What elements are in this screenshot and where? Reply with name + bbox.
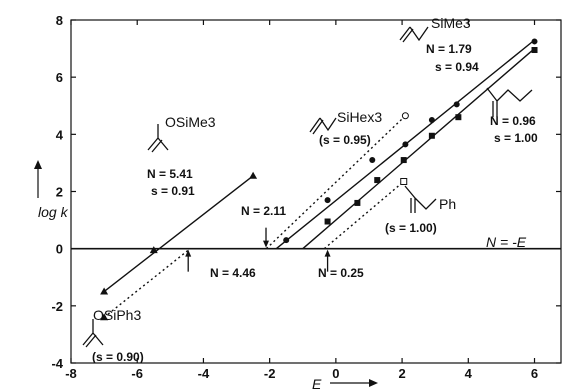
label-n-025: N = 0.25 [318, 266, 364, 280]
fit-line-3 [302, 48, 535, 250]
data-point [428, 132, 435, 139]
label-n-211: N = 2.11 [241, 204, 286, 218]
allyl-sime3-skeleton [399, 26, 429, 43]
plot-frame [70, 19, 562, 364]
label-allyl-sime3: SiMe3 [431, 15, 471, 31]
data-point [531, 47, 538, 54]
ketene-osiph3-skeleton [82, 319, 104, 348]
fit-line-1 [103, 248, 191, 318]
label-allyl-sime3-n: N = 1.79 [426, 42, 472, 56]
ketene-osime3-skeleton [147, 124, 169, 153]
y-axis-arrow-head [34, 160, 42, 169]
y-tick-label: -4 [51, 356, 63, 371]
y-axis-label: log k [38, 204, 69, 220]
x-tick-label: 2 [398, 366, 405, 381]
data-point [402, 141, 409, 148]
data-points [100, 38, 538, 321]
allyl-sihex3-skeleton [309, 117, 337, 135]
data-point [324, 218, 331, 225]
label-alkene-s: s = 1.00 [494, 131, 538, 145]
x-axis-arrow-head [369, 379, 378, 387]
data-point [428, 117, 435, 124]
data-point [249, 171, 258, 179]
x-tick-label: 6 [531, 366, 538, 381]
y-tick-label: 4 [56, 127, 64, 142]
label-ketene-osime3-s: s = 0.91 [151, 184, 195, 198]
x-tick-label: -6 [131, 366, 143, 381]
data-point [100, 287, 109, 295]
y-tick-label: 2 [56, 185, 63, 200]
label-alkene-n: N = 0.96 [490, 114, 536, 128]
label-allyl-ph-s: (s = 1.00) [385, 221, 437, 235]
data-point [400, 157, 407, 164]
y-tick-label: 0 [56, 242, 63, 257]
axis-arrows [34, 160, 378, 387]
y-tick-label: 6 [56, 70, 63, 85]
fit-line-0 [103, 175, 254, 293]
x-tick-label: -8 [65, 366, 77, 381]
label-ketene-osime3: OSiMe3 [165, 114, 216, 130]
label-ketene-osime3-n: N = 5.41 [147, 167, 193, 181]
data-point [100, 313, 109, 321]
structures [82, 26, 533, 348]
data-point [149, 246, 158, 254]
label-allyl-sihex3-s: (s = 0.95) [319, 133, 371, 147]
data-point [400, 177, 408, 185]
x-tick-label: 0 [332, 366, 339, 381]
arrow-n-211-head [263, 240, 270, 248]
data-point [453, 101, 460, 108]
data-point [401, 112, 409, 120]
data-point [374, 177, 381, 184]
label-ketene-osiph3-s: (s = 0.90) [92, 350, 144, 364]
x-tick-label: -4 [198, 366, 210, 381]
data-point [455, 114, 462, 121]
allyl-ph-skeleton [404, 185, 437, 213]
data-point [369, 157, 376, 164]
arrow-n-446-head [185, 249, 192, 257]
label-n-446: N = 4.46 [210, 266, 256, 280]
label-allyl-sime3-s: s = 0.94 [435, 60, 479, 74]
label-allyl-sihex3: SiHex3 [337, 109, 382, 125]
fit-line-5 [323, 180, 405, 250]
y-tick-label: -2 [51, 299, 63, 314]
x-axis-label: E [312, 376, 322, 391]
label-reference-line: N = -E [486, 234, 527, 250]
label-allyl-ph: Ph [439, 196, 456, 212]
x-tick-label: -2 [264, 366, 276, 381]
arrow-n-025-head [324, 249, 331, 257]
data-point [324, 197, 331, 204]
data-point [283, 237, 290, 244]
axes: -8 -6 -4 -2 0 2 4 6 -4 -2 0 2 4 6 8 [51, 13, 562, 381]
y-tick-label: 8 [56, 13, 63, 28]
fit-line-4 [265, 115, 406, 250]
label-ketene-osiph3: OSiPh3 [93, 307, 141, 323]
data-point [354, 199, 361, 206]
alkene-skeleton [486, 87, 533, 117]
x-tick-label: 4 [465, 366, 473, 381]
data-point [531, 38, 538, 45]
